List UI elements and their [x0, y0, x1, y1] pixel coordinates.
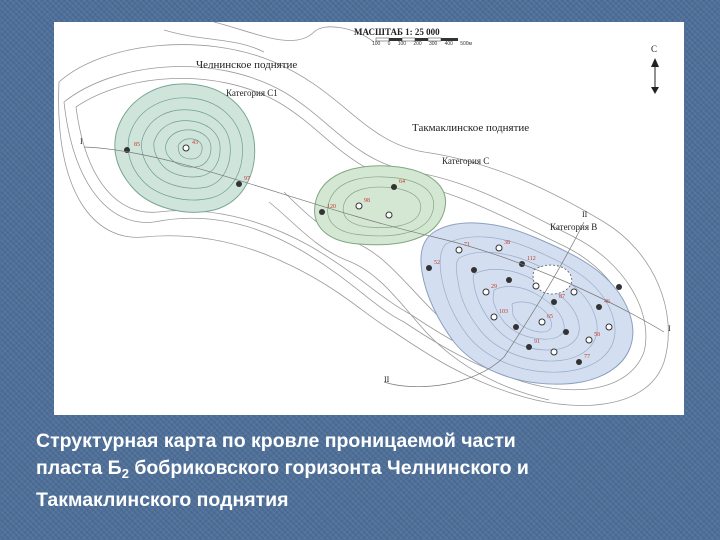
caption-line-1: Структурная карта по кровле проницаемой … [36, 430, 516, 452]
caption-line-2-prefix: пласта Б [36, 457, 122, 479]
chelninskoe-uplift: 85 43 97 [114, 83, 256, 213]
chelninskoe-label: Челнинское поднятие [196, 59, 298, 71]
svg-text:120: 120 [327, 204, 336, 210]
svg-text:38: 38 [504, 240, 510, 246]
profile-I-right: I [668, 324, 671, 333]
category-c1-label: Категория С1 [226, 88, 278, 98]
scale-label: МАСШТАБ 1: 25 000 [354, 27, 440, 37]
scale-tick: 100 [372, 41, 381, 47]
category-b-zone [420, 222, 634, 385]
takmaklinskoe-label: Такмаклинское поднятие [412, 122, 530, 134]
svg-text:91: 91 [534, 339, 540, 345]
svg-text:65: 65 [547, 314, 553, 320]
svg-text:77: 77 [584, 354, 590, 360]
profile-II-top: II [582, 210, 588, 219]
map-drawing: 85 43 97 120 98 64 [58, 22, 669, 406]
svg-text:87: 87 [559, 294, 565, 300]
svg-text:97: 97 [244, 176, 250, 182]
scale-tick: 100 [397, 41, 407, 47]
category-c-zone [314, 165, 446, 246]
profile-I-left: I [80, 137, 83, 146]
north-label: С [651, 44, 658, 54]
scale-tick: 500м [460, 41, 472, 47]
svg-text:58: 58 [594, 332, 600, 338]
scale-tick: 0 [387, 41, 391, 47]
scale-tick: 200 [413, 41, 422, 47]
c1-contours [127, 97, 243, 201]
category-b-label: Категория В [550, 222, 598, 232]
takmaklinskoe-c-zone: 120 98 64 [314, 165, 446, 246]
map-caption: Структурная карта по кровле проницаемой … [36, 428, 696, 514]
north-arrow [651, 58, 659, 94]
svg-text:46: 46 [604, 299, 610, 305]
svg-text:52: 52 [434, 260, 440, 266]
structural-map: 85 43 97 120 98 64 [54, 22, 684, 415]
caption-subscript: 2 [121, 466, 129, 481]
b-contours [439, 236, 616, 373]
b-wells: 52 71 38 112 29 87 46 103 65 58 91 77 [426, 240, 622, 365]
scale-tick: 400 [444, 41, 453, 47]
scale-tick: 300 [428, 41, 438, 47]
caption-line-3: Такмаклинского поднятия [36, 489, 289, 511]
svg-text:98: 98 [364, 198, 370, 204]
caption-line-2-suffix: бобриковского горизонта Челнинского и [128, 457, 529, 479]
c1-wells: 85 43 97 [124, 140, 250, 187]
profile-II-bottom: II [384, 375, 390, 384]
svg-text:85: 85 [134, 142, 140, 148]
svg-text:29: 29 [491, 284, 497, 290]
profile-lines [83, 146, 665, 387]
svg-text:103: 103 [499, 309, 508, 315]
scale-ticks: 100 0 100 200 300 400 500м [372, 41, 472, 49]
scale-bar [375, 37, 458, 42]
caption-line-2: пласта Б2 бобриковского горизонта Челнин… [36, 455, 696, 487]
svg-text:71: 71 [464, 242, 470, 248]
takmaklinskoe-b-zone: 52 71 38 112 29 87 46 103 65 58 91 77 [420, 222, 634, 385]
svg-text:112: 112 [527, 256, 536, 262]
category-c-label: Категория С [442, 156, 490, 166]
svg-text:43: 43 [192, 140, 198, 146]
svg-text:64: 64 [399, 179, 405, 185]
